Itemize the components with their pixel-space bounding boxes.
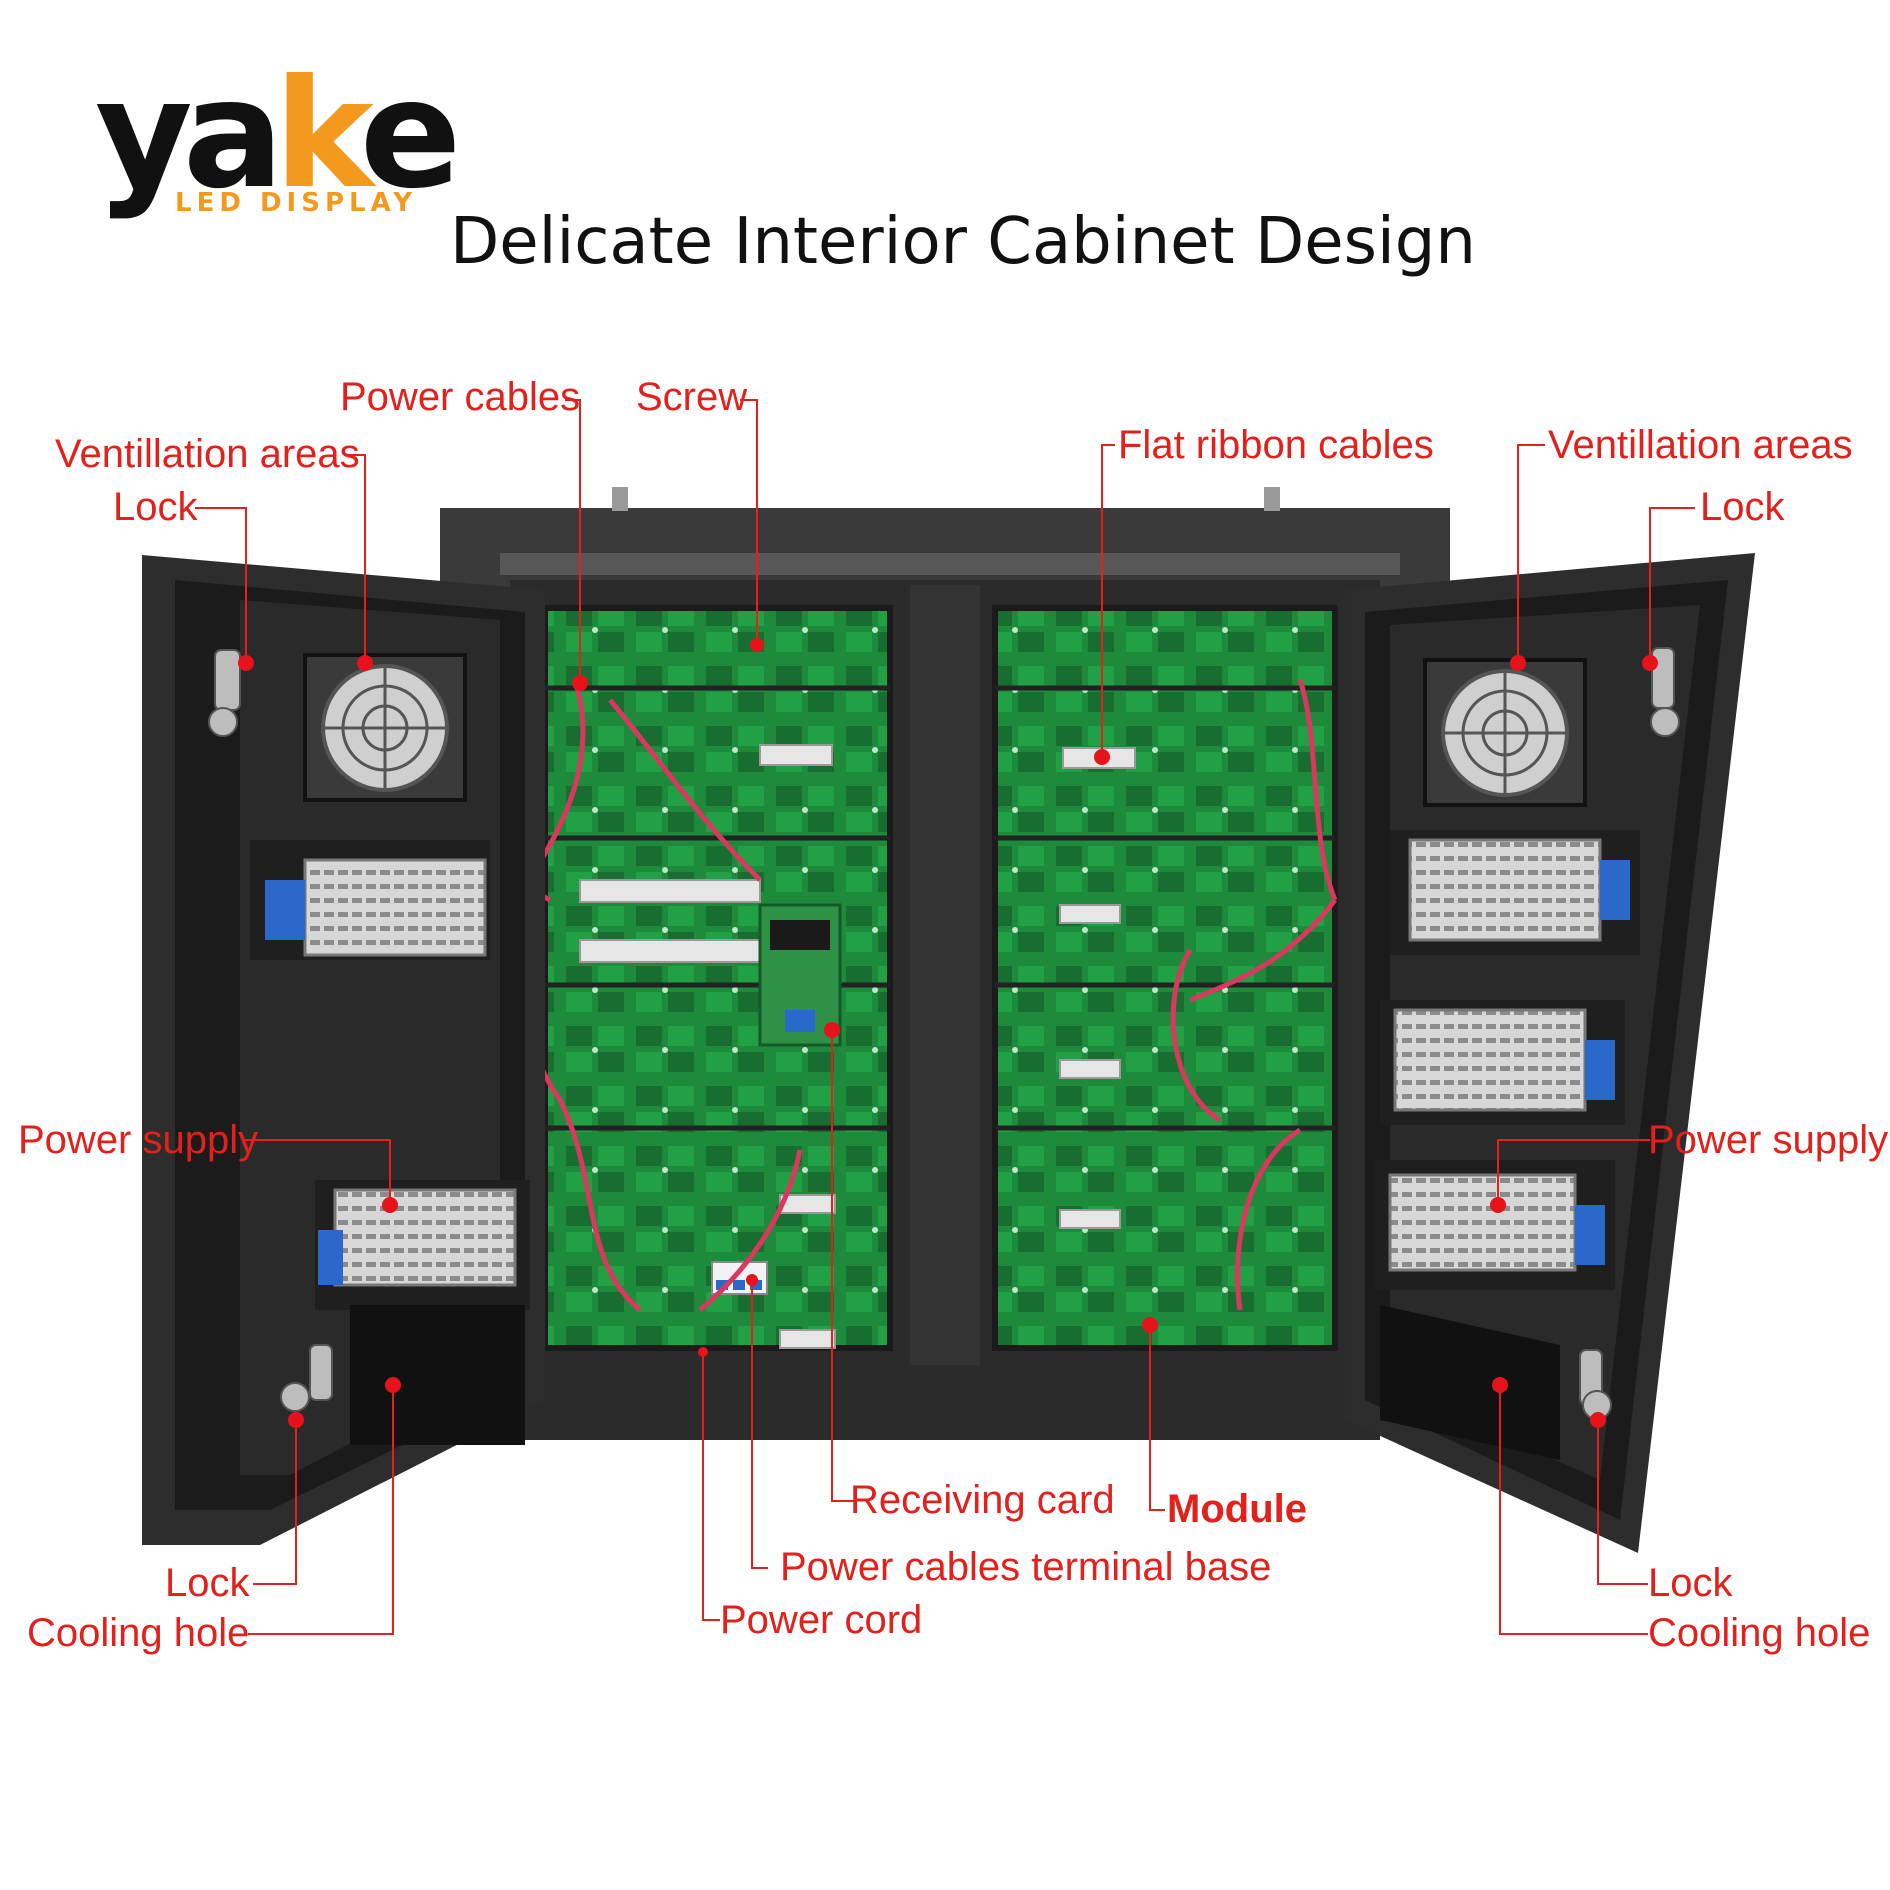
label-lock-bottom-right: Lock bbox=[1648, 1561, 1733, 1605]
cooling-hole-right bbox=[1380, 1305, 1560, 1460]
power-supply-right-middle bbox=[1380, 1000, 1625, 1125]
fan-right bbox=[1423, 658, 1587, 807]
label-flat-ribbon-cables: Flat ribbon cables bbox=[1118, 423, 1434, 467]
label-lock-top-left: Lock bbox=[113, 485, 198, 529]
label-lock-bottom-left: Lock bbox=[165, 1561, 250, 1605]
label-ventilation-left: Ventillation areas bbox=[55, 432, 360, 476]
label-ventilation-right: Ventillation areas bbox=[1548, 423, 1853, 467]
label-cooling-hole-left: Cooling hole bbox=[27, 1611, 249, 1655]
ribbon-cables bbox=[579, 744, 1136, 1349]
label-power-cord: Power cord bbox=[720, 1598, 922, 1642]
power-supply-right-lower bbox=[1375, 1160, 1615, 1290]
page-title: Delicate Interior Cabinet Design bbox=[450, 205, 1476, 279]
cooling-hole-left bbox=[350, 1305, 525, 1445]
label-lock-top-right: Lock bbox=[1700, 485, 1785, 529]
label-module: Module bbox=[1167, 1487, 1307, 1531]
receiving-card bbox=[758, 903, 842, 1047]
lock-hardware bbox=[208, 647, 1680, 1420]
label-screw: Screw bbox=[636, 375, 747, 419]
power-supply-right-upper bbox=[1390, 830, 1640, 955]
brand-subtitle: LED DISPLAY bbox=[175, 188, 418, 218]
fan-left bbox=[303, 653, 467, 802]
power-supply-left-lower bbox=[315, 1180, 530, 1310]
power-supply-left-upper bbox=[250, 840, 490, 960]
leader-lines bbox=[195, 399, 1695, 1635]
label-power-cables: Power cables bbox=[340, 375, 580, 419]
center-divider bbox=[910, 585, 980, 1365]
label-terminal-base: Power cables terminal base bbox=[780, 1545, 1271, 1589]
label-power-supply-left: Power supply bbox=[18, 1118, 258, 1162]
label-cooling-hole-right: Cooling hole bbox=[1648, 1611, 1870, 1655]
label-power-supply-right: Power supply bbox=[1648, 1118, 1888, 1162]
brand-logo: yake LED DISPLAY bbox=[95, 48, 461, 230]
marker-dots bbox=[238, 638, 1658, 1428]
brand-wordmark: yake bbox=[95, 48, 461, 222]
led-module-panel-right bbox=[992, 605, 1338, 1351]
label-receiving-card: Receiving card bbox=[850, 1478, 1115, 1522]
